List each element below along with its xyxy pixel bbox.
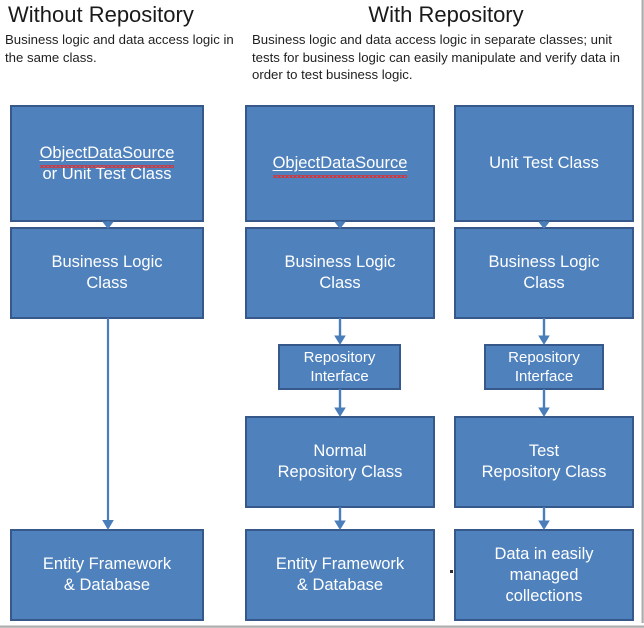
page-title-without-repository: Without Repository [8, 2, 194, 27]
node-line-1: ObjectDataSource [39, 143, 175, 168]
image-artifact-dot [450, 570, 453, 573]
node-repository-interface-mid[interactable]: Repository Interface [278, 344, 401, 390]
image-frame-bottom-edge [0, 623, 644, 628]
node-business-logic-class-without[interactable]: Business Logic Class [10, 227, 204, 319]
node-line-2: & Database [296, 576, 384, 594]
node-line-1: Repository [303, 349, 376, 366]
node-objectdatasource-or-unit-test-class[interactable]: ObjectDataSource or Unit Test Class [10, 105, 204, 222]
node-entity-framework-database-mid[interactable]: Entity Framework & Database [245, 529, 435, 621]
node-line-1: Business Logic [284, 253, 396, 271]
node-data-in-easily-managed-collections-right[interactable]: Data in easily managed collections [454, 529, 634, 621]
node-label: ObjectDataSource or Unit Test Class [16, 143, 198, 185]
arrow-without-n2-to-n3 [99, 318, 117, 530]
arrow-right-r3-to-r4 [535, 389, 553, 417]
node-line-2: Class [319, 274, 361, 292]
node-label: Data in easily managed collections [460, 544, 628, 607]
node-line-2: Interface [514, 368, 574, 385]
page-title-with-repository: With Repository [368, 2, 524, 27]
node-label: Repository Interface [284, 348, 395, 386]
arrow-right-r4-to-r5 [535, 507, 553, 530]
node-line-1: Entity Framework [275, 555, 405, 573]
node-label: Entity Framework & Database [16, 554, 198, 596]
node-entity-framework-database-without[interactable]: Entity Framework & Database [10, 529, 204, 621]
node-line-1: Test [528, 442, 560, 460]
node-line-2: & Database [63, 576, 151, 594]
arrow-right-r1-to-r2 [535, 221, 553, 229]
node-normal-repository-class-mid[interactable]: Normal Repository Class [245, 416, 435, 508]
arrow-without-n1-to-n2 [99, 221, 117, 229]
node-label: Business Logic Class [16, 252, 198, 294]
node-line-1: Normal [313, 442, 367, 460]
node-line-1: Business Logic [488, 253, 600, 271]
arrow-mid-m2-to-m3 [331, 318, 349, 345]
arrow-mid-m3-to-m4 [331, 389, 349, 417]
node-line-1: ObjectDataSource [272, 154, 408, 178]
description-without-repository: Business logic and data access logic in … [5, 32, 234, 65]
node-line-2: or Unit Test Class [42, 164, 172, 183]
arrow-mid-m4-to-m5 [331, 507, 349, 530]
node-label: Business Logic Class [460, 252, 628, 294]
image-frame-right-edge [639, 0, 644, 628]
node-line-2: managed [509, 565, 579, 584]
node-line-1: Data in easily [494, 544, 594, 563]
node-line-1: Repository [508, 349, 580, 366]
description-with-repository: Business logic and data access logic in … [252, 32, 620, 82]
node-label: Test Repository Class [460, 441, 628, 483]
node-repository-interface-right[interactable]: Repository Interface [484, 344, 604, 390]
node-line-1: Business Logic [51, 253, 163, 271]
node-line-2: Class [86, 274, 128, 292]
node-label: Normal Repository Class [251, 441, 429, 483]
node-line-2: Repository Class [277, 463, 403, 481]
node-unit-test-class-right[interactable]: Unit Test Class [454, 105, 634, 222]
node-line-2: Interface [310, 368, 369, 385]
arrow-right-r2-to-r3 [535, 318, 553, 345]
arrow-mid-m1-to-m2 [331, 221, 349, 229]
node-line-3: collections [505, 586, 583, 605]
node-line-1: Entity Framework [42, 555, 172, 573]
node-line-2: Repository Class [481, 463, 607, 481]
node-objectdatasource-mid[interactable]: ObjectDataSource [245, 105, 435, 222]
node-label: Business Logic Class [251, 252, 429, 294]
node-label: Repository Interface [490, 348, 598, 386]
node-business-logic-class-mid[interactable]: Business Logic Class [245, 227, 435, 319]
node-business-logic-class-right[interactable]: Business Logic Class [454, 227, 634, 319]
node-label: ObjectDataSource [251, 153, 429, 178]
node-label: Unit Test Class [460, 153, 628, 174]
node-line-1: Unit Test Class [489, 154, 599, 172]
node-line-2: Class [523, 274, 565, 292]
node-test-repository-class-right[interactable]: Test Repository Class [454, 416, 634, 508]
node-label: Entity Framework & Database [251, 554, 429, 596]
